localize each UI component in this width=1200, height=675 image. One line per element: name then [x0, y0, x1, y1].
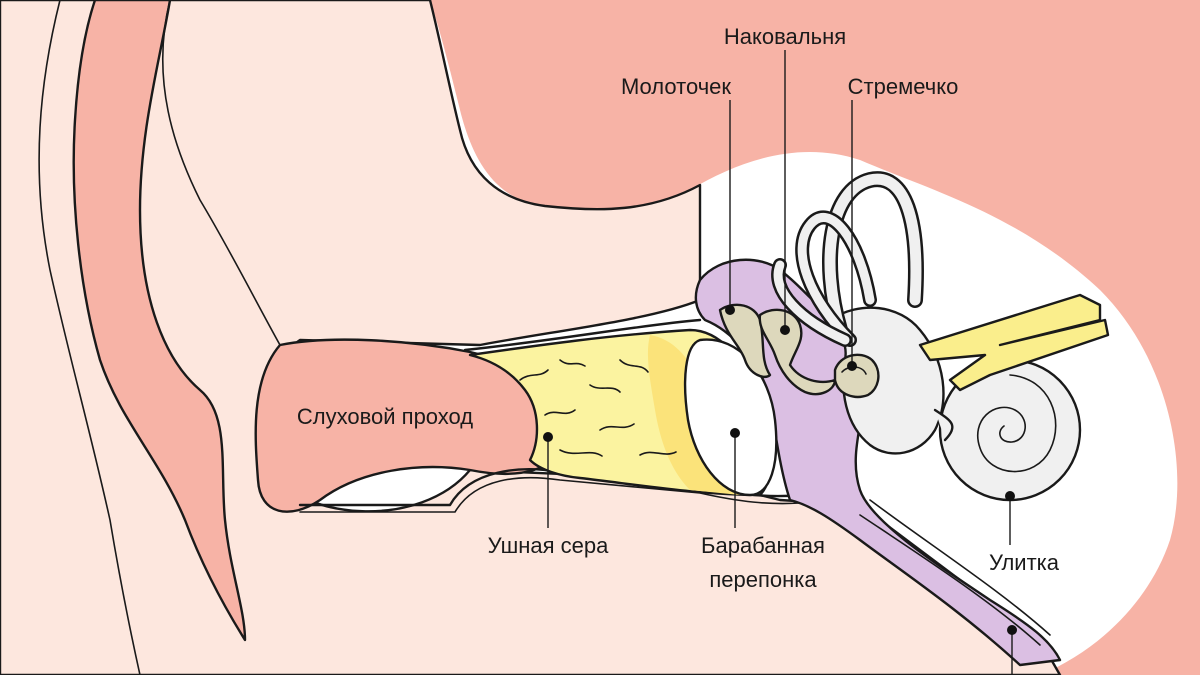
- label-incus: Наковальня: [724, 24, 846, 49]
- label-cochlea: Улитка: [989, 550, 1060, 575]
- marker-stapes: [847, 361, 857, 371]
- label-earwax: Ушная сера: [488, 533, 610, 558]
- marker-malleus: [725, 305, 735, 315]
- marker-eardrum: [730, 428, 740, 438]
- auditory-nerve: [918, 293, 1110, 392]
- marker-cochlea: [1005, 491, 1015, 501]
- marker-eustachian: [1007, 625, 1017, 635]
- auricle: [0, 0, 1062, 675]
- label-eardrum-line2: перепонка: [709, 567, 817, 592]
- label-malleus: Молоточек: [621, 74, 731, 99]
- helix-fold: [72, 0, 247, 642]
- label-stapes: Стремечко: [848, 74, 959, 99]
- ossicles: [718, 303, 880, 399]
- marker-earwax: [543, 432, 553, 442]
- label-eardrum-line1: Барабанная: [701, 533, 825, 558]
- marker-incus: [780, 325, 790, 335]
- stapes: [833, 353, 880, 399]
- malleus: [718, 303, 772, 379]
- inner-ear: [771, 171, 1082, 502]
- head-tissue: [410, 0, 1200, 675]
- concha: [254, 338, 562, 513]
- label-ear-canal: Слуховой проход: [297, 404, 473, 429]
